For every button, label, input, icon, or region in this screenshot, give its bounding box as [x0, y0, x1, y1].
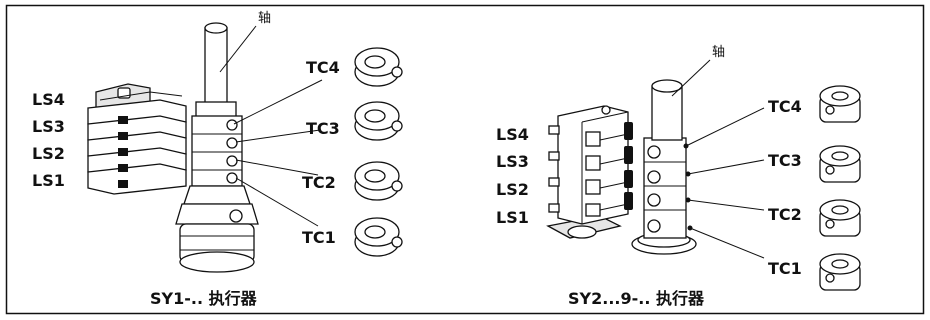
- right-tc1-label: TC1: [768, 259, 802, 278]
- shaft-icon: [631, 79, 697, 255]
- right-ls1-label: LS1: [496, 208, 529, 227]
- right-caption: SY2...9-.. 执行器: [568, 289, 705, 308]
- left-ls4-label: LS4: [32, 90, 65, 109]
- right-ls4-label: LS4: [496, 125, 529, 144]
- left-tc3-label: TC3: [306, 119, 340, 138]
- right-shaft-label: 轴: [712, 45, 725, 60]
- cam-ring-icon: [354, 47, 403, 257]
- microswitch-stack-icon: [546, 105, 633, 239]
- right-ls2-label: LS2: [496, 180, 529, 199]
- right-figure: 轴 LS4 LS3 LS2 LS1 TC4 TC3 TC2 TC1 SY2...…: [496, 45, 861, 308]
- cam-ring-icon: [819, 85, 861, 291]
- left-caption: SY1-.. 执行器: [150, 289, 258, 308]
- left-tc4-label: TC4: [306, 58, 340, 77]
- right-ls3-label: LS3: [496, 152, 529, 171]
- left-tc1-label: TC1: [302, 228, 336, 247]
- left-shaft-label: 轴: [258, 11, 271, 26]
- left-ls1-label: LS1: [32, 171, 65, 190]
- left-ls3-label: LS3: [32, 117, 65, 136]
- left-tc2-label: TC2: [302, 173, 336, 192]
- shaft-icon: [175, 22, 259, 273]
- right-tc4-label: TC4: [768, 97, 802, 116]
- microswitch-stack-icon: [87, 83, 187, 195]
- right-tc2-label: TC2: [768, 205, 802, 224]
- left-ls2-label: LS2: [32, 144, 65, 163]
- left-figure: 轴 LS4 LS3 LS2 LS1 TC4 TC3 TC2 TC1 SY1-..…: [32, 11, 403, 308]
- diagram-frame: [5, 4, 925, 315]
- right-tc3-label: TC3: [768, 151, 802, 170]
